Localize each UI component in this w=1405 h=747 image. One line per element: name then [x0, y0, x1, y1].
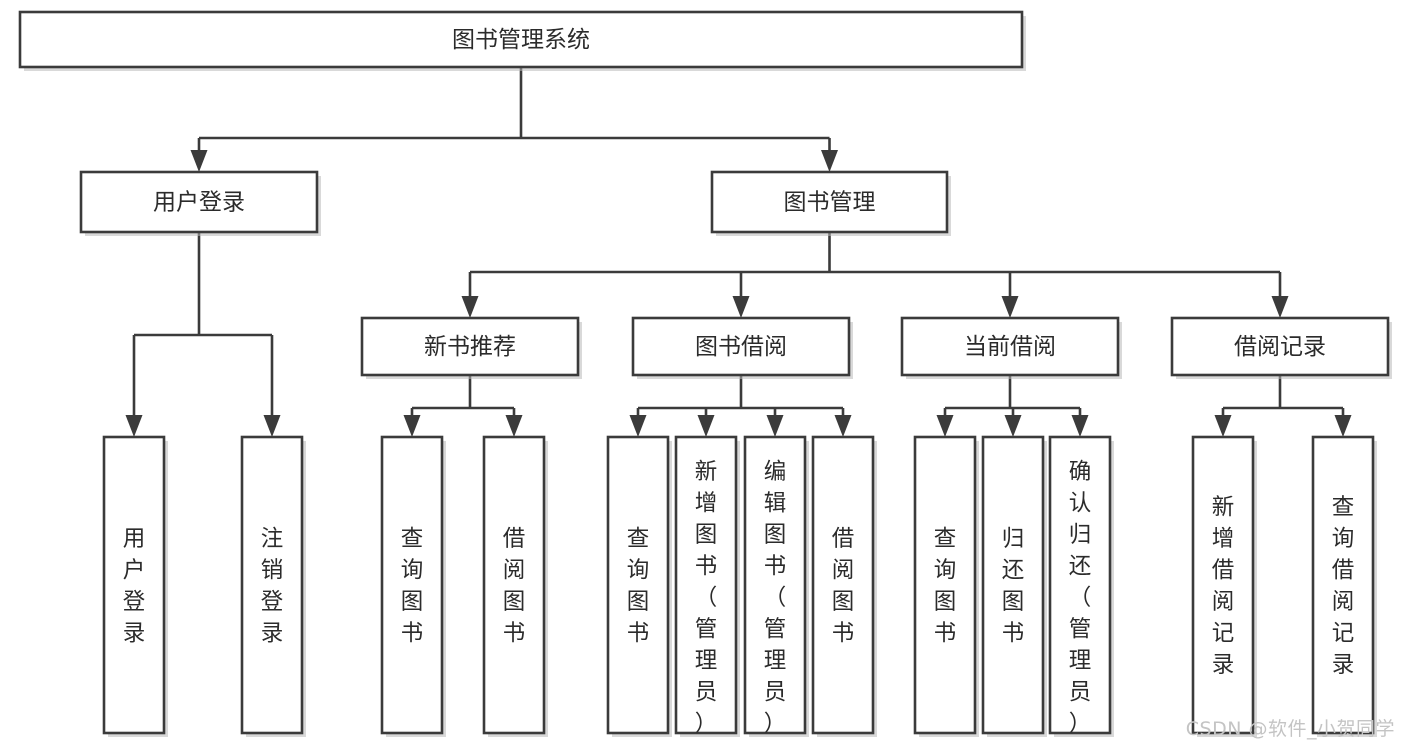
node-label: 新增借阅记录 — [1212, 495, 1235, 679]
node-label: 图书管理系统 — [452, 27, 590, 53]
node-box[interactable] — [1311, 435, 1375, 735]
node-box[interactable] — [1048, 435, 1112, 735]
node-label: 查询图书 — [934, 526, 957, 647]
node-leaf-add-record[interactable]: 新增借阅记录 — [1191, 435, 1257, 737]
arrow-head — [263, 415, 281, 437]
node-root[interactable]: 图书管理系统 — [18, 10, 1026, 71]
node-box[interactable] — [380, 435, 444, 735]
node-box[interactable] — [79, 170, 319, 234]
node-label: 查询图书 — [627, 526, 650, 647]
node-leaf-user-login[interactable]: 用户登录 — [102, 435, 168, 737]
arrow-head — [505, 415, 523, 437]
node-layer: 图书管理系统用户登录图书管理用户登录注销登录新书推荐查询图书借阅图书图书借阅查询… — [18, 10, 1392, 737]
node-box[interactable] — [900, 316, 1120, 377]
watermark-text: CSDN @软件_小贺同学 — [1185, 718, 1395, 740]
node-current-borrow[interactable]: 当前借阅 — [900, 316, 1122, 379]
node-leaf-user-logout[interactable]: 注销登录 — [240, 435, 306, 737]
node-box[interactable] — [360, 316, 580, 377]
arrow-head — [834, 415, 852, 437]
arrow-head — [1004, 415, 1022, 437]
node-box[interactable] — [743, 435, 807, 735]
node-box[interactable] — [102, 435, 166, 735]
node-label: 新书推荐 — [424, 334, 516, 360]
node-box[interactable] — [981, 435, 1045, 735]
node-label: 借阅图书 — [503, 526, 526, 647]
node-leaf-add-book[interactable]: 新增图书（管理员） — [674, 435, 740, 737]
node-label: 借阅记录 — [1234, 334, 1326, 360]
node-label: 注销登录 — [261, 526, 284, 647]
node-label: 图书借阅 — [695, 334, 787, 360]
arrow-head — [821, 150, 838, 172]
node-label: 查询图书 — [401, 526, 424, 647]
node-new-book-recommend[interactable]: 新书推荐 — [360, 316, 582, 379]
arrow-head — [125, 415, 143, 437]
node-leaf-borrow-book-2[interactable]: 借阅图书 — [811, 435, 877, 737]
node-box[interactable] — [631, 316, 851, 377]
arrow-head — [697, 415, 715, 437]
arrow-head — [1071, 415, 1089, 437]
node-leaf-confirm-return[interactable]: 确认归还（管理员） — [1048, 435, 1114, 737]
node-box[interactable] — [482, 435, 546, 735]
node-box[interactable] — [811, 435, 875, 735]
node-book-borrow[interactable]: 图书借阅 — [631, 316, 853, 379]
arrow-head — [190, 150, 208, 172]
node-box[interactable] — [913, 435, 977, 735]
arrow-head — [732, 296, 750, 318]
node-book-manage[interactable]: 图书管理 — [710, 170, 951, 236]
node-label: 当前借阅 — [964, 334, 1056, 360]
node-leaf-query-book-1[interactable]: 查询图书 — [380, 435, 446, 737]
node-box[interactable] — [240, 435, 304, 735]
node-leaf-query-book-3[interactable]: 查询图书 — [913, 435, 979, 737]
arrow-head — [403, 415, 421, 437]
node-box[interactable] — [606, 435, 670, 735]
node-borrow-record[interactable]: 借阅记录 — [1170, 316, 1392, 379]
arrow-head — [1271, 296, 1289, 318]
arrow-head — [766, 415, 784, 437]
node-leaf-edit-book[interactable]: 编辑图书（管理员） — [743, 435, 809, 737]
node-label: 借阅图书 — [832, 526, 855, 647]
arrow-head — [936, 415, 954, 437]
arrow-head — [1334, 415, 1352, 437]
node-label: 用户登录 — [153, 190, 245, 216]
node-label: 新增图书（管理员） — [695, 459, 718, 737]
connector-layer — [125, 67, 1352, 437]
node-label: 查询借阅记录 — [1332, 495, 1355, 679]
node-box[interactable] — [18, 10, 1024, 69]
node-box[interactable] — [674, 435, 738, 735]
node-leaf-return-book[interactable]: 归还图书 — [981, 435, 1047, 737]
node-box[interactable] — [1170, 316, 1390, 377]
node-label: 确认归还（管理员） — [1069, 459, 1092, 737]
arrow-head — [461, 296, 479, 318]
arrow-head — [1214, 415, 1232, 437]
node-label: 用户登录 — [123, 526, 146, 647]
node-label: 图书管理 — [784, 190, 876, 216]
node-leaf-borrow-book-1[interactable]: 借阅图书 — [482, 435, 548, 737]
node-box[interactable] — [1191, 435, 1255, 735]
node-box[interactable] — [710, 170, 949, 234]
arrow-head — [1001, 296, 1019, 318]
node-user-login[interactable]: 用户登录 — [79, 170, 321, 236]
node-leaf-query-record[interactable]: 查询借阅记录 — [1311, 435, 1377, 737]
node-label: 归还图书 — [1002, 526, 1025, 647]
node-label: 编辑图书（管理员） — [764, 459, 787, 737]
node-leaf-query-book-2[interactable]: 查询图书 — [606, 435, 672, 737]
arrow-head — [629, 415, 647, 437]
